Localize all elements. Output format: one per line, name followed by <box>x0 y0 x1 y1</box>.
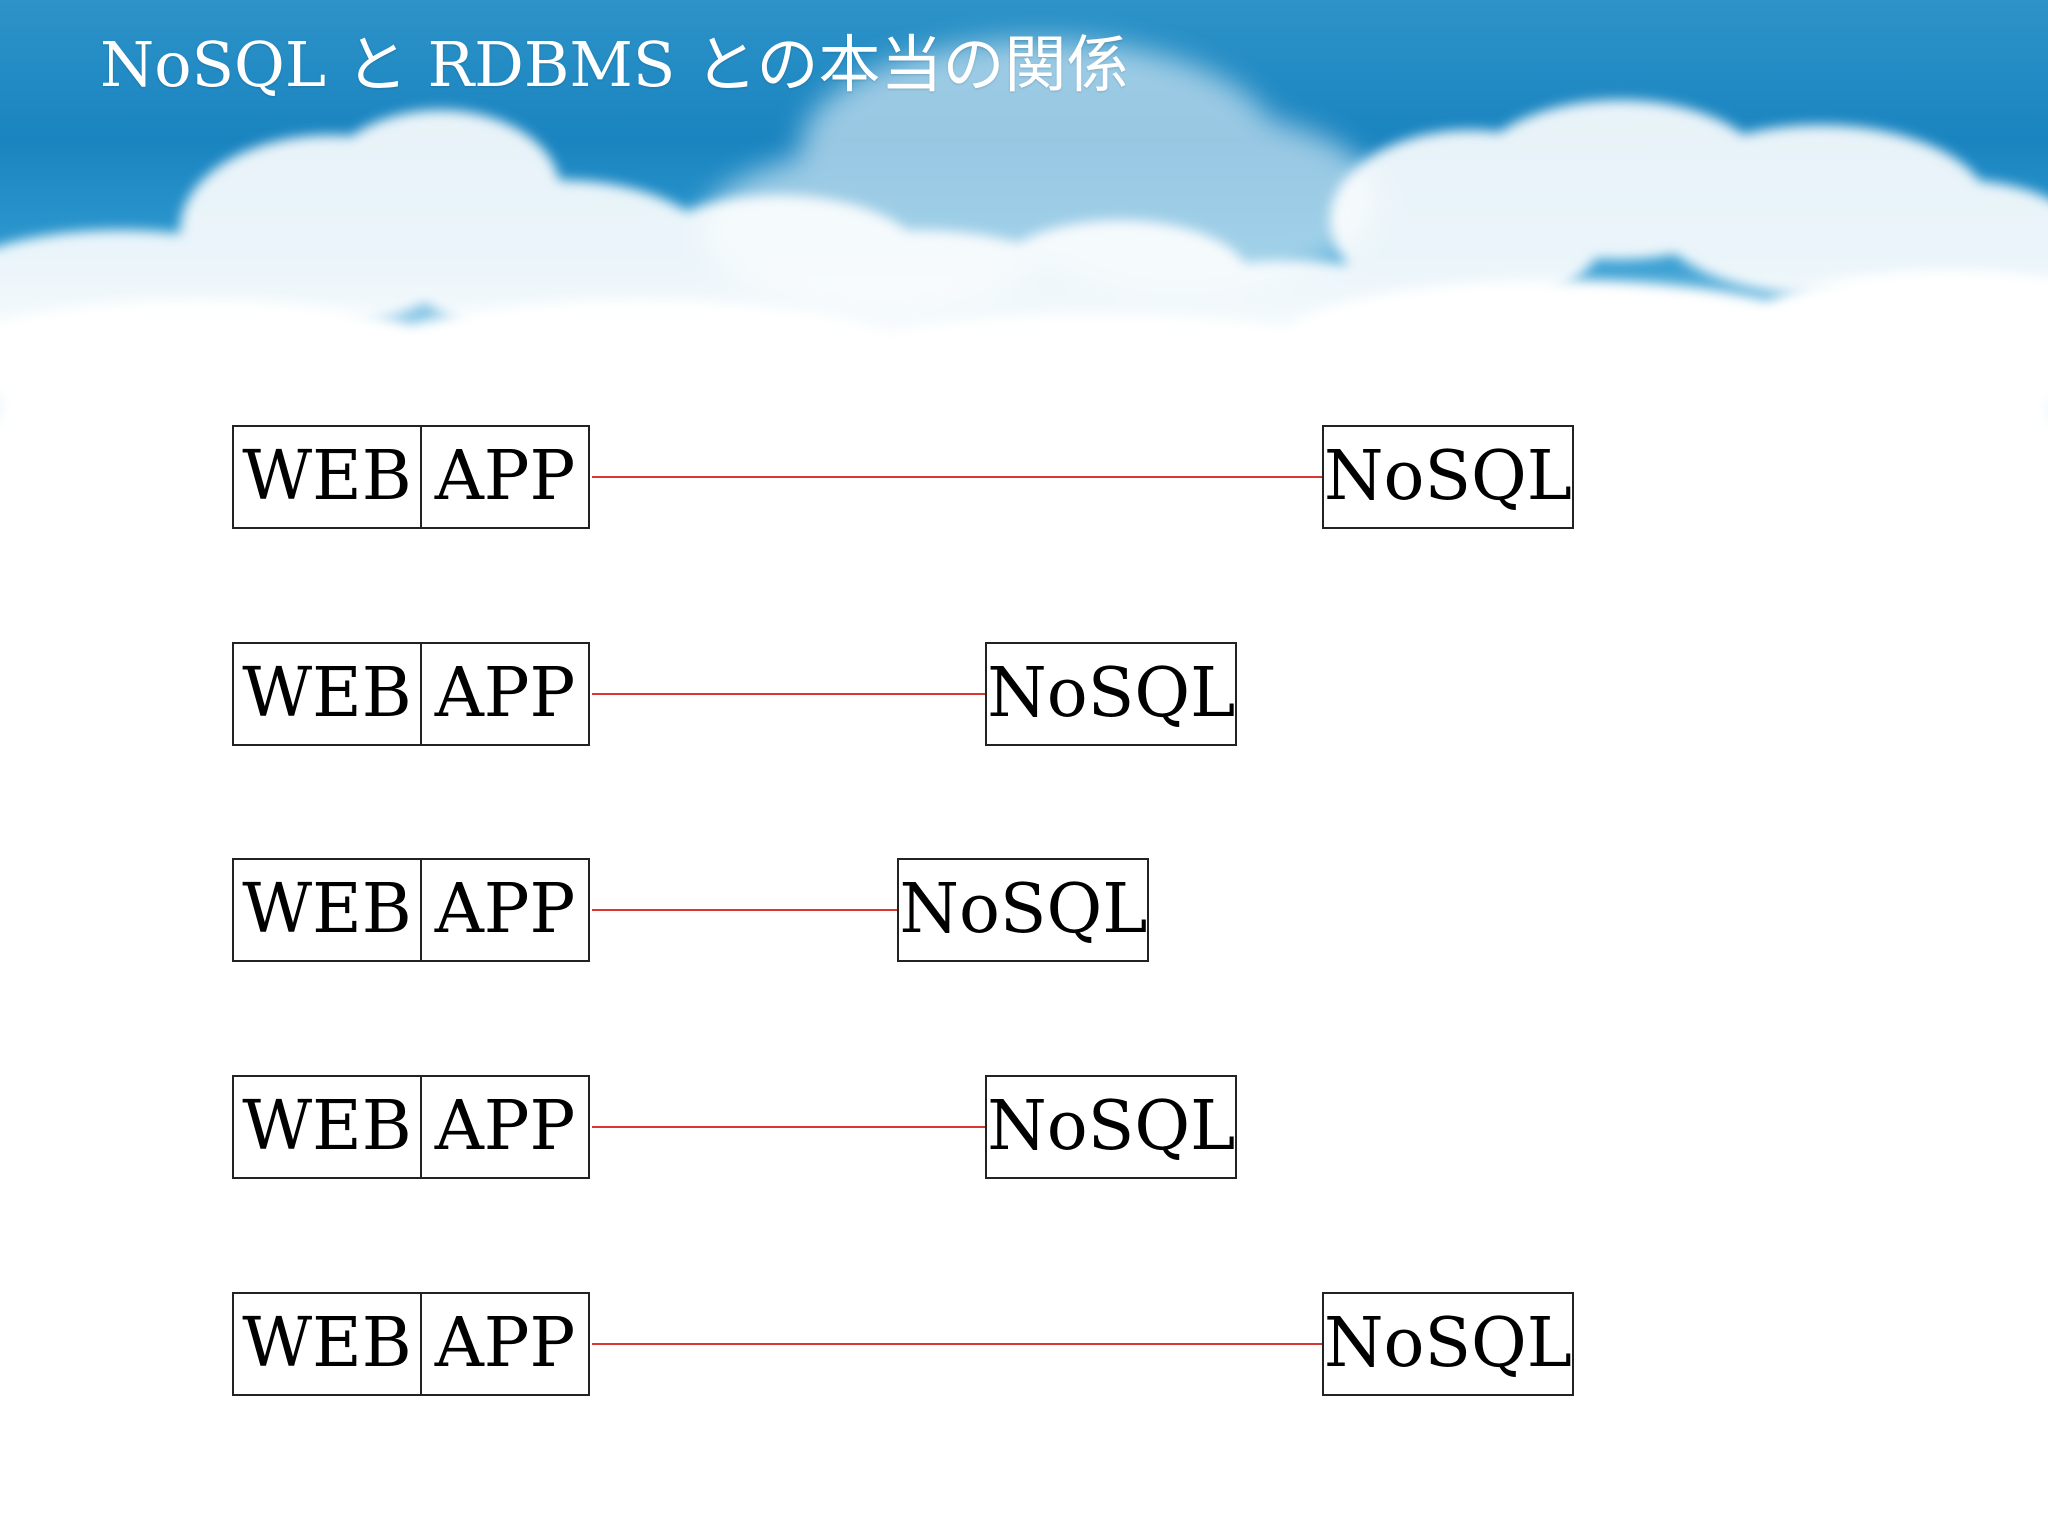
nosql-box: NoSQL <box>897 858 1150 962</box>
connector-line <box>592 1343 1322 1345</box>
sky-header: NoSQL と RDBMS との本当の関係 <box>0 0 2048 470</box>
connector-line <box>592 693 986 695</box>
app-box: APP <box>420 1292 590 1396</box>
web-box: WEB <box>232 1292 422 1396</box>
web-box: WEB <box>232 425 422 529</box>
web-box: WEB <box>232 1075 422 1179</box>
app-box: APP <box>420 642 590 746</box>
web-box: WEB <box>232 858 422 962</box>
app-box: APP <box>420 1075 590 1179</box>
connector-line <box>592 476 1322 478</box>
nosql-box: NoSQL <box>985 1075 1238 1179</box>
connector-line <box>592 909 898 911</box>
nosql-box: NoSQL <box>1322 1292 1574 1396</box>
app-box: APP <box>420 858 590 962</box>
cloud-banner-image <box>0 40 2048 470</box>
app-box: APP <box>420 425 590 529</box>
slide-title: NoSQL と RDBMS との本当の関係 <box>100 28 1129 101</box>
nosql-box: NoSQL <box>985 642 1238 746</box>
web-box: WEB <box>232 642 422 746</box>
nosql-box: NoSQL <box>1322 425 1574 529</box>
connector-line <box>592 1126 986 1128</box>
